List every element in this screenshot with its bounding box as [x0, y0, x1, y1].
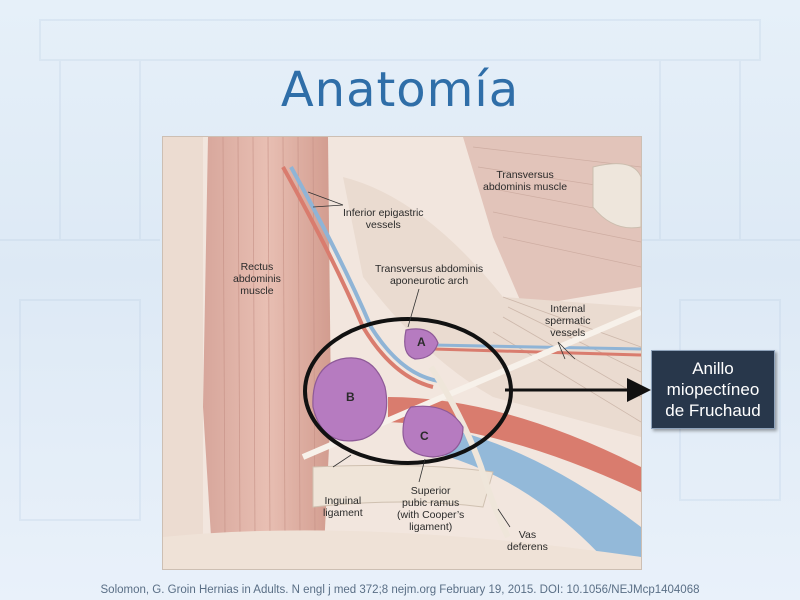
label-line: ligament [323, 507, 363, 519]
label-rectus: Rectus abdominis muscle [233, 261, 281, 297]
aponeurotic-arch [343, 177, 641, 437]
citation: Solomon, G. Groin Hernias in Adults. N e… [100, 584, 700, 596]
label-line: Inguinal [324, 495, 362, 507]
label-transversus-muscle: Transversus abdominis muscle [483, 169, 567, 193]
label-line: vessels [550, 327, 586, 339]
anatomy-drawing [163, 137, 641, 569]
slide-title: Anatomía [280, 62, 520, 118]
external-iliac-vein [408, 422, 641, 569]
label-line: deferens [507, 541, 548, 553]
callout-box: Anillo miopectíneo de Fruchaud [651, 350, 775, 429]
callout-line: Anillo [692, 359, 734, 378]
leader-lines [307, 191, 576, 528]
label-line: Transversus [496, 169, 554, 181]
label-line: (with Cooper’s [397, 509, 465, 521]
label-line: vessels [365, 219, 401, 231]
label-vas-deferens: Vas deferens [507, 529, 548, 553]
label-superior-pubic-ramus: Superior pubic ramus (with Cooper’s liga… [397, 485, 464, 533]
rectus-abdominis-muscle [203, 137, 331, 569]
anatomy-illustration: Inferior epigastric vessels Transversus … [162, 136, 642, 570]
label-inguinal-ligament: Inguinal ligament [323, 495, 363, 519]
label-line: Rectus [240, 261, 274, 273]
label-line: Transversus abdominis [375, 263, 484, 275]
label-line: pubic ramus [402, 497, 460, 509]
label-line: ligament) [409, 521, 453, 533]
fascia-band [163, 137, 203, 569]
label-line: abdominis [233, 273, 281, 285]
label-inferior-epigastric: Inferior epigastric vessels [343, 207, 424, 231]
epigastric-artery [281, 166, 434, 389]
region-c [402, 405, 464, 458]
pubic-ramus [312, 464, 494, 508]
region-c-label: C [420, 429, 429, 443]
region-a [404, 328, 439, 360]
label-line: Internal [550, 303, 586, 315]
epigastric-vein [289, 166, 440, 383]
spermatic-vein [432, 343, 641, 351]
lower-fascia [163, 530, 641, 569]
label-line: Vas [518, 529, 537, 541]
label-line: spermatic [545, 315, 591, 327]
label-line: Superior [410, 485, 451, 497]
region-a-label: A [417, 335, 426, 349]
spermatic-artery [432, 347, 641, 357]
label-internal-spermatic: Internal spermatic vessels [545, 303, 591, 339]
label-line: abdominis muscle [483, 181, 568, 193]
callout-line: de Fruchaud [665, 401, 761, 420]
label-line: Inferior epigastric [343, 207, 424, 219]
label-line: muscle [240, 285, 274, 297]
region-b-label: B [346, 390, 355, 404]
label-aponeurotic-arch: Transversus abdominis aponeurotic arch [375, 263, 483, 287]
label-line: aponeurotic arch [389, 275, 469, 287]
region-b [312, 357, 388, 442]
vas-deferens [428, 365, 511, 539]
callout-line: miopectíneo [666, 380, 760, 399]
callout-text: Anillo miopectíneo de Fruchaud [665, 358, 760, 421]
iliac-bone [592, 163, 641, 229]
